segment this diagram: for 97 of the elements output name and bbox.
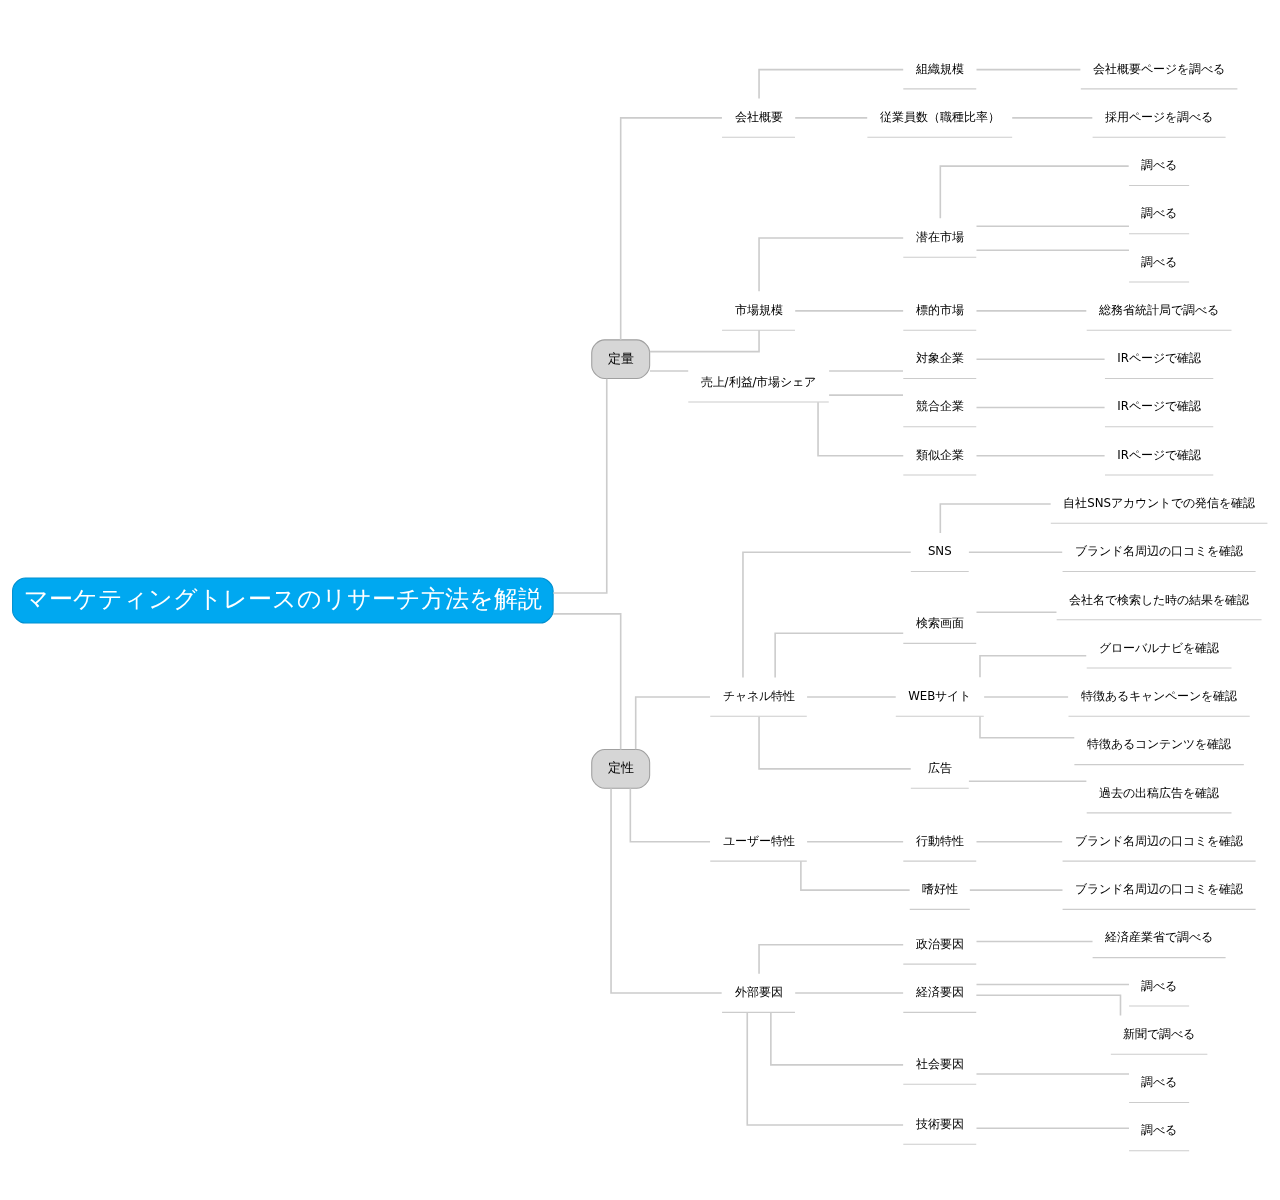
node-text: 経済産業省で調べる xyxy=(1105,929,1214,944)
node-text: 潜在市場 xyxy=(915,229,964,244)
connector xyxy=(975,309,1088,312)
connector xyxy=(968,550,1063,553)
connector xyxy=(794,309,904,312)
node-text: WEBサイト xyxy=(908,688,972,703)
connector xyxy=(975,454,1106,456)
connector xyxy=(758,236,904,292)
node-text: 調べる xyxy=(1141,254,1178,269)
connector xyxy=(552,612,622,750)
node-text: 従業員数（職種比率） xyxy=(879,109,1000,124)
connector xyxy=(975,224,1130,227)
connector xyxy=(975,983,1130,985)
connector xyxy=(975,68,1082,70)
node-text: チャネル特性 xyxy=(722,688,795,703)
node-text: 検索画面 xyxy=(915,615,964,630)
node-text: 市場規模 xyxy=(734,302,783,317)
node-text: ブランド名周辺の口コミを確認 xyxy=(1075,543,1244,558)
connector xyxy=(634,695,711,750)
node-text: 経済要因 xyxy=(915,984,964,999)
node-text: ユーザー特性 xyxy=(722,833,795,848)
node-text: 売上/利益/市場シェア xyxy=(700,374,817,389)
node-text: 調べる xyxy=(1141,205,1178,220)
connector xyxy=(648,329,760,352)
connector xyxy=(939,502,1052,534)
connector xyxy=(774,631,905,678)
connector xyxy=(806,840,904,843)
node-text: 調べる xyxy=(1141,978,1178,993)
connector xyxy=(975,1072,1130,1075)
node-text: IRページで確認 xyxy=(1117,447,1201,462)
node-box: マーケティングトレースのリサーチ方法を解説 xyxy=(12,576,554,624)
connector xyxy=(800,859,911,891)
node-text: 外部要因 xyxy=(734,984,783,999)
node-text: ブランド名周辺の口コミを確認 xyxy=(1075,881,1244,896)
connector xyxy=(979,715,1076,739)
connector xyxy=(983,695,1069,698)
connector xyxy=(770,1011,904,1066)
node-text: 会社名で検索した時の結果を確認 xyxy=(1069,592,1250,606)
connector xyxy=(939,164,1130,219)
connector xyxy=(828,369,904,372)
node-text: 標的市場 xyxy=(915,302,964,317)
connector xyxy=(619,116,723,341)
connector xyxy=(758,68,904,99)
node-text: 総務省統計局で調べる xyxy=(1099,302,1220,317)
connector xyxy=(742,550,912,678)
node-text: 政治要因 xyxy=(915,936,964,951)
node-text: 類似企業 xyxy=(915,447,964,462)
connector xyxy=(794,116,868,119)
connector xyxy=(629,787,711,843)
connector xyxy=(758,943,904,974)
node-text: 特徴あるコンテンツを確認 xyxy=(1087,736,1232,751)
node-text: IRページで確認 xyxy=(1117,398,1201,413)
node-text: 調べる xyxy=(1141,1074,1178,1089)
connector xyxy=(828,393,904,396)
node-text: 組織規模 xyxy=(915,61,964,76)
connector xyxy=(1011,116,1094,119)
node-text: 嗜好性 xyxy=(921,881,958,896)
node-text: IRページで確認 xyxy=(1117,350,1201,365)
connector xyxy=(794,991,904,994)
connector xyxy=(975,611,1058,613)
connector xyxy=(969,888,1064,891)
connector xyxy=(975,1126,1130,1129)
node-text: SNS xyxy=(927,543,952,558)
connector xyxy=(975,940,1094,942)
node-text: グローバルナビを確認 xyxy=(1099,640,1220,655)
node-box: 定量 xyxy=(591,338,651,379)
connector xyxy=(610,787,723,994)
connector xyxy=(975,840,1063,843)
connector xyxy=(975,406,1106,408)
node-text: 行動特性 xyxy=(915,833,964,848)
node-text: 特徴あるキャンペーンを確認 xyxy=(1081,688,1238,703)
node-text: 会社概要 xyxy=(734,109,783,124)
node-text: 技術要因 xyxy=(915,1116,964,1131)
node-text: 過去の出稿広告を確認 xyxy=(1099,785,1220,800)
node-text: 調べる xyxy=(1141,1122,1178,1137)
node-text: 競合企業 xyxy=(915,398,964,413)
connector xyxy=(758,715,912,770)
connector xyxy=(975,249,1130,251)
node-text: 新聞で調べる xyxy=(1123,1026,1196,1041)
connector xyxy=(649,369,689,372)
connector xyxy=(746,1011,904,1126)
node-text: 社会要因 xyxy=(915,1056,964,1071)
node-text: 広告 xyxy=(927,760,952,775)
node-box: 定性 xyxy=(591,748,651,789)
connector xyxy=(968,779,1088,782)
connector xyxy=(975,357,1106,360)
node-text: 調べる xyxy=(1141,157,1178,172)
node-text: ブランド名周辺の口コミを確認 xyxy=(1075,833,1244,848)
node-text: 自社SNSアカウントでの発信を確認 xyxy=(1063,495,1255,510)
connector xyxy=(979,654,1088,678)
connector xyxy=(552,377,608,594)
connector xyxy=(975,993,1122,1016)
node-text: 採用ページを調べる xyxy=(1105,109,1214,124)
node-text: 対象企業 xyxy=(915,350,964,365)
node-text: 会社概要ページを調べる xyxy=(1093,61,1226,76)
connector xyxy=(806,695,897,698)
connector xyxy=(817,401,905,456)
